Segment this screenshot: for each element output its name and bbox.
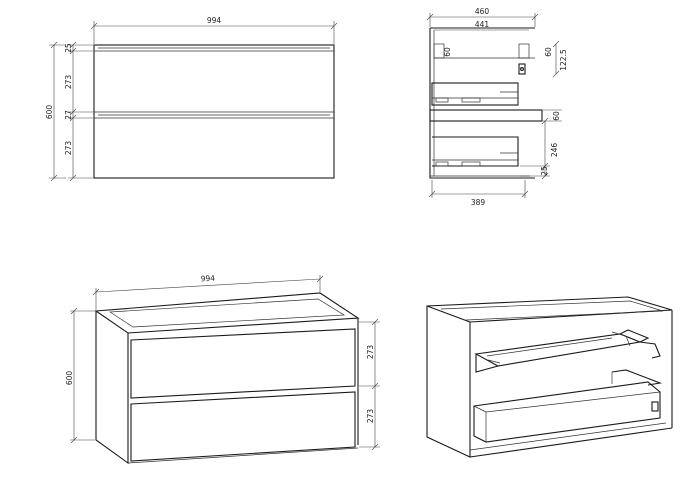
front-width-label: 994 [207, 16, 222, 25]
side-drawer-depth-label: 389 [471, 198, 486, 207]
side-rail-right-label: 60 [544, 47, 553, 57]
front-elevation: 994 25 273 27 273 600 [45, 16, 338, 182]
iso-width-label: 994 [200, 274, 215, 284]
iso-height-label: 600 [65, 371, 74, 386]
iso-drawer-2-label: 273 [366, 409, 375, 424]
front-drawer-1-label: 273 [64, 75, 73, 90]
side-lower-drawer-label: 246 [550, 143, 559, 158]
side-rail-left-label: 60 [443, 47, 452, 57]
front-total-height-label: 600 [45, 105, 54, 120]
iso-drawer-1-label: 273 [366, 345, 375, 360]
front-mid-gap-label: 27 [64, 110, 73, 120]
iso-front-view: 994 600 273 273 [65, 274, 380, 465]
side-offset-label: 122.5 [559, 49, 568, 71]
front-drawer-2-label: 273 [64, 141, 73, 156]
iso-open-drawers-view [426, 296, 673, 458]
side-depth-label: 460 [475, 7, 490, 16]
side-section: 460 441 60 60 122.5 60 246 25 389 [426, 7, 568, 207]
side-inner-depth-label: 441 [475, 20, 490, 29]
side-base-label: 25 [540, 166, 549, 176]
front-top-gap-label: 25 [64, 43, 73, 53]
side-shelf-label: 60 [552, 111, 561, 121]
